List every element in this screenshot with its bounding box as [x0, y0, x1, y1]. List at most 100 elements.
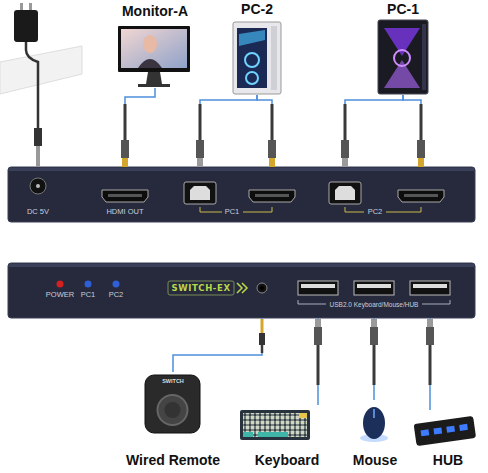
mouse-device: Mouse [350, 400, 400, 472]
cable [261, 345, 264, 353]
usb-b-insert [335, 186, 355, 200]
pc-front [271, 26, 277, 90]
mouse [363, 407, 385, 439]
cable [420, 104, 423, 140]
device-label: PC-2 [222, 1, 292, 17]
keyboard-accent [299, 413, 307, 418]
usb-hub [414, 416, 476, 446]
kvm-back-panel: DC 5VHDMI OUTPC1PC2 [8, 167, 475, 222]
hdmi-port [102, 190, 148, 202]
device-marking: SWITCH [138, 378, 208, 384]
remote-knob [158, 395, 188, 425]
keyboard [240, 410, 310, 440]
plug-tip [269, 158, 275, 167]
monitor-base [138, 84, 170, 87]
hub-port [446, 426, 455, 433]
remote-device: SWITCHWired Remote [138, 372, 208, 472]
usb-b-port [184, 182, 216, 204]
plug-tip [315, 319, 321, 327]
remote-jack [257, 283, 267, 293]
cable-connector [173, 318, 262, 372]
mouse-wheel [373, 409, 375, 418]
pc-lighting [384, 60, 420, 88]
kvm-front-panel: POWERPC1PC2SWITCH-EXUSB2.0 Keyboard/Mous… [8, 263, 475, 318]
hub-device: HUB [412, 410, 484, 472]
port-bracket [345, 207, 421, 212]
front-cables [259, 319, 434, 385]
audio-plug-tip [261, 319, 264, 333]
hdmi-port [398, 190, 444, 202]
pc-led [113, 281, 120, 288]
port-group-label: PC2 [360, 207, 390, 216]
remote-knob-center [165, 402, 181, 418]
plug-tip [418, 158, 424, 167]
usb-a-port [298, 281, 338, 295]
pc-tower [233, 22, 281, 94]
device-label: HUB [418, 452, 478, 468]
dc-plug-tip [36, 146, 40, 167]
back-panel [8, 167, 475, 222]
keyboard-keys [243, 413, 307, 437]
panel-edge [9, 264, 474, 267]
hub-port [421, 429, 430, 436]
remote-jack-hole [260, 286, 264, 290]
monitor-frame [118, 26, 190, 72]
usb-b-port [329, 182, 361, 204]
pc-device: PC-2 [228, 0, 286, 95]
cable-connector [125, 88, 155, 167]
power-led [57, 281, 64, 288]
hub-port [433, 427, 442, 434]
monitor-screen [121, 29, 187, 68]
front-panel [8, 263, 475, 318]
cable [429, 345, 432, 385]
plug-tip [371, 319, 377, 327]
screen-figure [138, 59, 162, 68]
led-label: POWER [40, 290, 80, 299]
device-label: Mouse [345, 452, 405, 468]
device-label: Monitor-A [115, 3, 195, 19]
power-strip [0, 46, 82, 94]
back-cables [121, 104, 425, 167]
dc-plug [34, 128, 42, 146]
dc-jack-pin [36, 184, 40, 188]
cable-connector [345, 95, 403, 167]
pc-fan [245, 53, 259, 67]
pc-front [422, 24, 426, 90]
pc-led [85, 281, 92, 288]
cable [373, 345, 376, 385]
device-label: PC-1 [368, 1, 438, 17]
port-group-label: PC1 [217, 207, 247, 216]
pc-window [237, 28, 267, 88]
plug [314, 327, 322, 345]
plug [417, 140, 425, 158]
panel-edge [9, 168, 474, 171]
plug-tip [122, 158, 128, 167]
monitor-stand [146, 72, 162, 84]
usb-a-port [354, 281, 394, 295]
pc-lighting [239, 30, 265, 46]
hdmi-pins [404, 194, 438, 197]
logo-arrows [237, 283, 247, 293]
plug [196, 140, 204, 158]
plug-tip [342, 158, 348, 167]
pc-fan [246, 72, 258, 84]
plug [121, 140, 129, 158]
plug [426, 327, 434, 345]
pc-device: PC-1 [374, 0, 432, 95]
plug [341, 140, 349, 158]
hdmi-pins [255, 194, 289, 197]
screen-figure [143, 35, 157, 53]
usb-a-insert [357, 284, 391, 288]
adapter-prong [29, 3, 32, 11]
port-group-label: USB2.0 Keyboard/Mouse/HUB [296, 300, 452, 309]
hub-body [414, 416, 476, 446]
keyboard-spacebar [258, 432, 288, 437]
usb-a-insert [301, 284, 335, 288]
pc-fan [394, 50, 410, 66]
device-label: Wired Remote [118, 452, 228, 468]
keyboard-device: Keyboard [238, 405, 336, 472]
cable [271, 104, 274, 140]
cable [199, 104, 202, 140]
